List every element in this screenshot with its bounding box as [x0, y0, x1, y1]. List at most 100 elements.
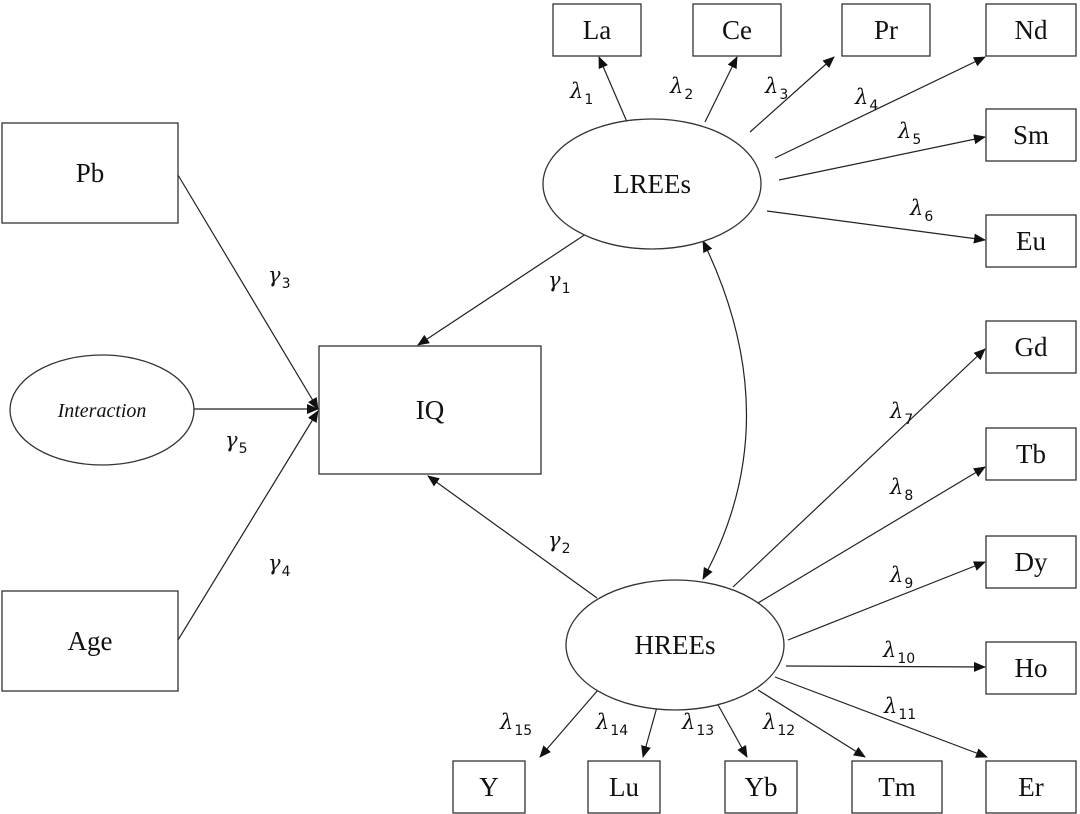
- arrow-line: [778, 134, 986, 181]
- tb-box: [985, 427, 1077, 481]
- dy-box: [985, 535, 1077, 589]
- la-box: [552, 3, 642, 57]
- arrow-line: [177, 410, 319, 641]
- node-age: Age: [1, 590, 179, 692]
- iq-box: [318, 345, 542, 475]
- coefficient-label-lambda-3: λ3: [764, 74, 788, 103]
- pb-box: [1, 122, 179, 224]
- path-hrees-to-y: [539, 689, 599, 758]
- node-pb: Pb: [1, 122, 179, 224]
- path-hrees-to-tm: [757, 689, 866, 758]
- path-age-to-iq: [177, 410, 319, 641]
- coefficient-label-lambda-8: λ8: [889, 475, 913, 504]
- path-hrees-to-lu: [641, 706, 658, 758]
- coefficient-label-lambda-10: λ10: [882, 638, 915, 667]
- coefficient-label-gamma-5: γ5: [225, 428, 247, 457]
- arrow-line: [757, 466, 986, 604]
- lu-label: Lu: [609, 772, 639, 802]
- coefficient-label-gamma-2: γ2: [548, 528, 570, 557]
- gd-label: Gd: [1015, 332, 1048, 362]
- node-dy: Dy: [985, 535, 1077, 589]
- arrow-line: [749, 56, 835, 133]
- y-box: [452, 760, 526, 814]
- arrow-line: [732, 348, 986, 588]
- node-lrees: LREEs: [542, 118, 762, 250]
- node-yb: Yb: [724, 760, 798, 814]
- path-lrees-to-ce: [704, 56, 738, 123]
- path-lrees-to-iq: [417, 227, 596, 346]
- node-iq: IQ: [318, 345, 542, 475]
- lu-box: [587, 760, 661, 814]
- coefficient-label-lambda-15: λ15: [499, 710, 532, 739]
- node-eu: Eu: [985, 214, 1077, 268]
- ce-box: [692, 3, 782, 57]
- la-label: La: [583, 15, 611, 45]
- path-hrees-to-iq: [427, 475, 598, 599]
- arrow-line: [417, 227, 596, 346]
- er-box: [985, 760, 1077, 814]
- path-hrees-to-er: [774, 676, 988, 758]
- node-y: Y: [452, 760, 526, 814]
- lrees-label: LREEs: [613, 169, 691, 199]
- interaction-label: Interaction: [57, 400, 147, 422]
- coefficient-label-lambda-14: λ14: [595, 710, 628, 739]
- arrow-line: [785, 661, 986, 672]
- yb-box: [724, 760, 798, 814]
- arrow-line: [177, 174, 319, 410]
- arrow-line: [766, 210, 986, 244]
- coefficient-label-lambda-1: λ1: [569, 79, 593, 108]
- arrow-line: [774, 56, 986, 159]
- coefficient-label-lambda-9: λ9: [889, 563, 913, 592]
- lrees-ellipse: [542, 118, 762, 250]
- node-tb: Tb: [985, 427, 1077, 481]
- dy-label: Dy: [1015, 547, 1048, 577]
- path-lrees-to-sm: [778, 134, 986, 181]
- coefficient-label-lambda-5: λ5: [897, 119, 921, 148]
- arrow-line: [539, 689, 599, 758]
- node-er: Er: [985, 760, 1077, 814]
- er-label: Er: [1018, 772, 1043, 802]
- coefficient-label-lambda-13: λ13: [681, 710, 714, 739]
- ce-label: Ce: [722, 15, 752, 45]
- node-la: La: [552, 3, 642, 57]
- coefficient-label-gamma-1: γ1: [548, 268, 570, 297]
- arrow-line: [704, 56, 738, 123]
- coefficient-label-lambda-7: λ7: [889, 399, 913, 428]
- sm-label: Sm: [1013, 120, 1049, 150]
- node-tm: Tm: [851, 760, 943, 814]
- node-ho: Ho: [985, 641, 1077, 695]
- path-hrees-to-tb: [757, 466, 986, 604]
- node-ce: Ce: [692, 3, 782, 57]
- hrees-ellipse: [565, 579, 785, 711]
- nd-box: [985, 3, 1077, 57]
- coefficient-label-lambda-2: λ2: [669, 74, 693, 103]
- node-lu: Lu: [587, 760, 661, 814]
- coefficient-label-gamma-3: γ3: [268, 263, 290, 292]
- eu-box: [985, 214, 1077, 268]
- path-hrees-to-yb: [716, 702, 748, 758]
- gd-box: [985, 320, 1077, 374]
- arrow-line: [757, 689, 866, 758]
- node-pr: Pr: [841, 3, 931, 57]
- pr-label: Pr: [874, 15, 898, 45]
- tm-box: [851, 760, 943, 814]
- path-lrees-to-pr: [749, 56, 835, 133]
- coefficient-label-lambda-4: λ4: [854, 85, 878, 114]
- arrow-line: [716, 702, 748, 758]
- age-label: Age: [68, 626, 113, 656]
- path-hrees-to-dy: [787, 561, 986, 641]
- node-sm: Sm: [985, 108, 1077, 162]
- node-gd: Gd: [985, 320, 1077, 374]
- node-hrees: HREEs: [565, 579, 785, 711]
- y-label: Y: [479, 772, 499, 802]
- iq-label: IQ: [416, 395, 445, 425]
- arrow-line: [641, 706, 658, 758]
- pr-box: [841, 3, 931, 57]
- arrow-line: [774, 676, 988, 758]
- interaction-ellipse: [9, 354, 195, 466]
- arrow-line: [427, 475, 598, 599]
- path-lrees-to-la: [598, 56, 628, 123]
- tm-label: Tm: [878, 772, 916, 802]
- coefficient-label-lambda-11: λ11: [883, 694, 916, 723]
